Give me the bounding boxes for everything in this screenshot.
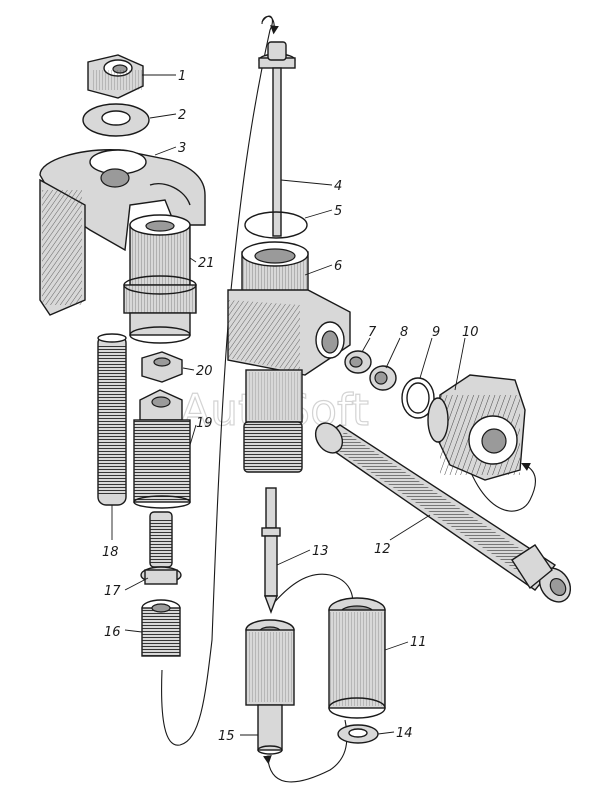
callout-10: 10 <box>462 325 479 340</box>
callout-13: 13 <box>312 544 329 559</box>
callout-17: 17 <box>104 584 121 599</box>
callout-1: 1 <box>178 69 186 84</box>
part-3-bracket <box>39 149 206 316</box>
callout-8: 8 <box>400 325 408 340</box>
part-15-nozzle <box>245 619 295 755</box>
part-6-body <box>227 241 351 473</box>
part-7-fitting <box>344 350 372 374</box>
callout-11: 11 <box>410 635 427 650</box>
callout-7: 7 <box>368 325 377 340</box>
leader-lines <box>111 74 466 736</box>
callout-4: 4 <box>334 179 342 194</box>
assembly-route-lower <box>271 573 354 611</box>
callout-2: 2 <box>178 108 186 123</box>
callout-18: 18 <box>102 545 119 560</box>
callout-6: 6 <box>334 259 342 274</box>
callout-labels: 1 2 3 4 5 6 7 8 9 10 11 12 13 14 15 16 1… <box>102 69 479 744</box>
callout-19: 19 <box>196 416 213 431</box>
part-2-washer <box>82 103 150 137</box>
part-11-capnut <box>328 597 386 719</box>
assembly-route-right <box>459 439 536 512</box>
part-10-banjo <box>427 374 526 481</box>
part-14-washer <box>337 724 379 744</box>
part-9-ring <box>401 377 435 419</box>
callout-14: 14 <box>396 726 413 741</box>
callout-12: 12 <box>374 542 391 557</box>
part-18-stud <box>97 333 127 506</box>
callout-21: 21 <box>198 256 215 271</box>
callout-3: 3 <box>178 141 186 156</box>
part-16-spring <box>141 599 181 657</box>
part-8-nut <box>369 365 397 391</box>
part-20-small-nut <box>141 351 183 383</box>
callout-16: 16 <box>104 625 121 640</box>
callout-20: 20 <box>196 364 213 379</box>
part-5-oring <box>244 211 308 239</box>
part-17-bolt <box>140 511 182 585</box>
assembly-route-arrow-top <box>261 15 279 35</box>
part-4-rod <box>258 41 296 237</box>
callout-9: 9 <box>432 325 440 340</box>
part-1-nut <box>87 54 144 99</box>
part-21-sleeve <box>123 214 197 344</box>
callout-15: 15 <box>218 729 235 744</box>
part-12-pipe <box>314 422 572 603</box>
callout-5: 5 <box>334 204 342 219</box>
part-13-needle <box>261 487 281 614</box>
part-19-bushing <box>133 389 191 509</box>
